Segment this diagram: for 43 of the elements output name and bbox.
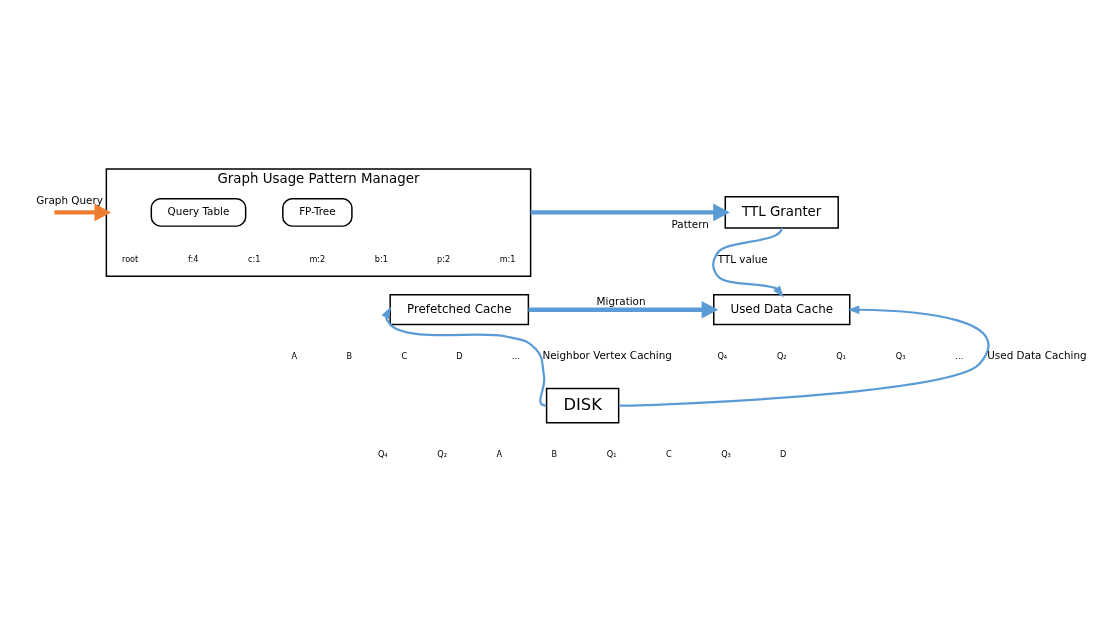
edge-label: Migration (596, 294, 646, 307)
node-box: FP-Tree (282, 197, 353, 227)
label: … (511, 350, 520, 361)
edge-label: TTL value (717, 252, 768, 265)
label: Q₂ (776, 350, 787, 361)
label: Q₃ (721, 448, 731, 459)
edge-label: Graph Query (36, 194, 103, 207)
arrow (381, 306, 547, 407)
arrow (54, 203, 112, 222)
label: Q₄ (717, 350, 728, 361)
label: Q₂ (437, 448, 448, 459)
label: B (551, 448, 558, 459)
node-box: TTL Granter (724, 196, 839, 229)
arrow (528, 300, 719, 319)
label: f:4 (188, 254, 199, 265)
label: D (780, 448, 787, 459)
label: Q₃ (895, 350, 906, 361)
node-box: Used Data Cache (713, 294, 851, 326)
label: Q₁ (836, 350, 847, 361)
label: … (955, 350, 964, 361)
label: c:1 (248, 254, 261, 265)
edge-label: Used Data Caching (987, 349, 1087, 362)
label: Q₄ (377, 448, 388, 459)
edge-label: Pattern (671, 217, 709, 230)
node-box: Query Table (150, 197, 247, 227)
edge-label: Neighbor Vertex Caching (542, 349, 672, 362)
arrow (712, 227, 784, 298)
arrow (530, 203, 730, 222)
arrow (619, 305, 989, 407)
label: b:1 (374, 254, 388, 265)
label: Q₁ (606, 448, 617, 459)
node-box: Prefetched Cache (389, 294, 530, 326)
label: B (346, 350, 353, 361)
label: A (291, 350, 298, 361)
label: C (665, 448, 672, 459)
label: C (401, 350, 408, 361)
label: m:2 (309, 254, 326, 265)
label: p:2 (437, 254, 451, 265)
node-box: DISK (545, 387, 620, 424)
label: D (456, 350, 463, 361)
label: A (496, 448, 503, 459)
label: root (121, 254, 139, 265)
label: m:1 (499, 254, 516, 265)
